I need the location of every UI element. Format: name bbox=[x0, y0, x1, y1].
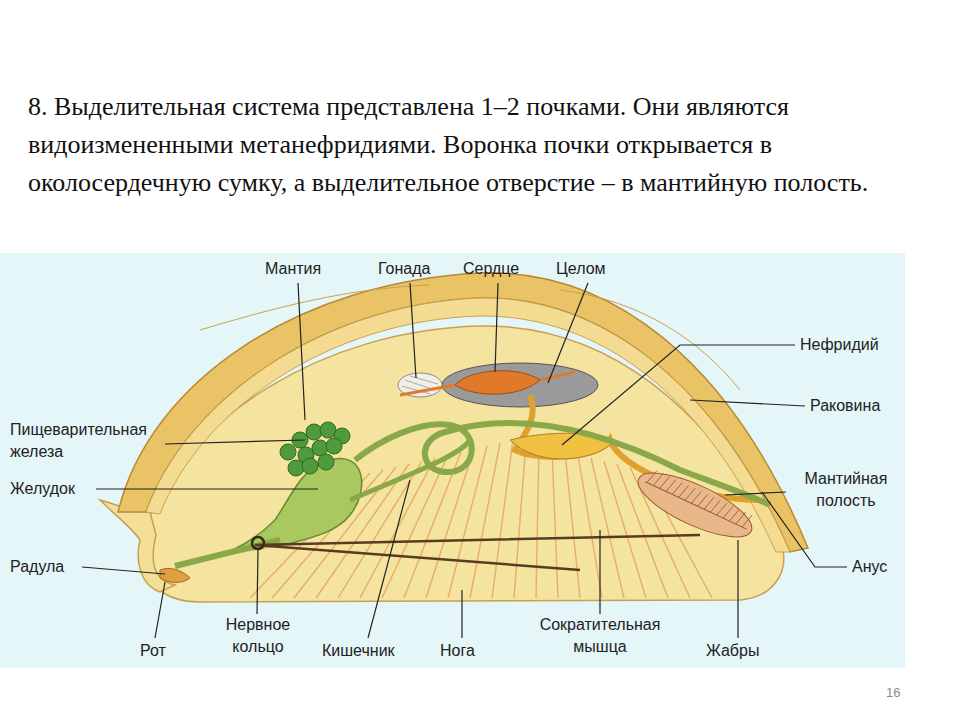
gill-filament bbox=[679, 484, 689, 499]
mantle bbox=[146, 298, 790, 552]
part-label: Целом bbox=[556, 258, 606, 280]
intestine-loop bbox=[350, 440, 470, 500]
part-label: Гонада bbox=[378, 258, 430, 280]
page-number: 16 bbox=[886, 682, 900, 704]
gill-filament bbox=[666, 478, 676, 493]
gill bbox=[630, 461, 759, 550]
gill-filament bbox=[717, 502, 727, 517]
gill-filament bbox=[710, 499, 720, 514]
part-label: Нефридий bbox=[800, 334, 879, 356]
muscle-fiber bbox=[492, 440, 513, 598]
part-label: Рот bbox=[140, 640, 166, 662]
gill-filament bbox=[723, 505, 733, 520]
muscle-fiber bbox=[591, 458, 624, 598]
nerve-ring bbox=[252, 537, 264, 549]
gland-lobe bbox=[280, 444, 296, 460]
part-label: Анус bbox=[852, 556, 887, 578]
gill-filament bbox=[660, 475, 670, 490]
part-label: Пищеварительная железа bbox=[10, 419, 160, 463]
gill-filament bbox=[685, 487, 695, 502]
muscle-fiber bbox=[565, 452, 580, 598]
muscle-fiber bbox=[382, 455, 448, 598]
coelom bbox=[442, 363, 598, 407]
vessels bbox=[400, 372, 575, 395]
nerve-cord bbox=[255, 535, 700, 570]
shell bbox=[118, 273, 808, 552]
muscle-fiber bbox=[514, 443, 526, 598]
heart bbox=[455, 371, 540, 394]
gland-lobe bbox=[326, 438, 342, 454]
gland-lobe bbox=[302, 458, 318, 474]
gill-filament bbox=[698, 493, 708, 508]
gill-filament bbox=[653, 472, 663, 487]
gland-lobe bbox=[288, 460, 304, 476]
part-label: Сократительная мышца bbox=[518, 614, 682, 658]
gill-filament bbox=[691, 490, 701, 505]
slide-text: 8. Выделительная система представлена 1–… bbox=[28, 88, 956, 202]
part-label: Жабры bbox=[706, 640, 759, 662]
gill-filament bbox=[736, 510, 746, 525]
part-label: Раковина bbox=[810, 395, 880, 417]
gill-filament bbox=[704, 496, 714, 511]
stomach bbox=[175, 458, 362, 565]
gill-filament bbox=[672, 481, 682, 496]
gland-lobe bbox=[318, 454, 334, 470]
part-label: Сердце bbox=[463, 258, 519, 280]
part-label: Кишечник bbox=[322, 640, 395, 662]
digestive-gland bbox=[280, 422, 350, 476]
muscle-fiber bbox=[536, 446, 539, 598]
muscle-fiber bbox=[578, 455, 602, 598]
gill-filament bbox=[742, 513, 752, 528]
gill-filament bbox=[647, 469, 657, 484]
gill-filament bbox=[729, 507, 739, 522]
muscle-fiber bbox=[552, 449, 558, 598]
part-label: Радула bbox=[10, 556, 64, 578]
part-label: Нога bbox=[440, 640, 475, 662]
part-label: Желудок bbox=[10, 478, 75, 500]
part-label: Мантия bbox=[265, 258, 321, 280]
leader-lines bbox=[82, 283, 847, 638]
radula bbox=[160, 568, 190, 582]
gland-lobe bbox=[306, 424, 322, 440]
panel-ground bbox=[0, 253, 905, 668]
part-label: Мантийная полость bbox=[788, 468, 904, 512]
part-label: Нервное кольцо bbox=[212, 614, 304, 658]
